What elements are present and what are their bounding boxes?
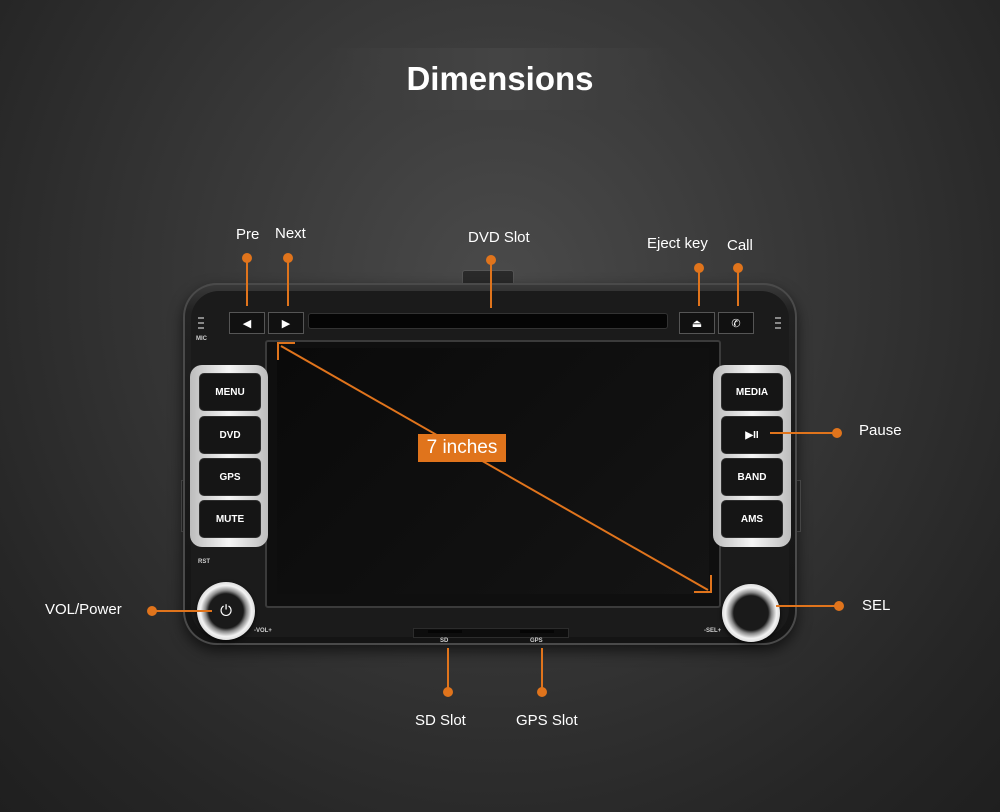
gps-button[interactable]: GPS xyxy=(199,458,261,496)
dvd-slot-callout-label: DVD Slot xyxy=(468,229,530,246)
dvd-slot xyxy=(309,314,667,328)
gps-slot-callout-line xyxy=(541,648,543,692)
mute-button[interactable]: MUTE xyxy=(199,500,261,538)
page-title: Dimensions xyxy=(406,60,594,97)
vol-power-callout-label: VOL/Power xyxy=(45,601,122,618)
display-screen xyxy=(277,348,709,594)
title-banner xyxy=(330,48,670,110)
card-slot-rail xyxy=(413,628,569,638)
pause-callout-dot xyxy=(832,428,842,438)
band-button[interactable]: BAND xyxy=(721,458,783,496)
play-pause-button[interactable]: ▶II xyxy=(721,416,783,454)
gps-slot-callout-dot xyxy=(537,687,547,697)
next-callout-label: Next xyxy=(275,225,306,242)
pre-callout-label: Pre xyxy=(236,226,260,243)
eject-key-callout-label: Eject key xyxy=(647,235,708,252)
sd-slot-callout-label: SD Slot xyxy=(415,712,466,729)
sel-label: -SEL+ xyxy=(704,628,722,634)
sel-callout-dot xyxy=(834,601,844,611)
next-callout-line xyxy=(287,258,289,306)
sd-slot-label: SD xyxy=(440,638,449,644)
mic-grill xyxy=(198,317,204,319)
gps-card-slot xyxy=(520,630,554,633)
pause-callout-label: Pause xyxy=(859,422,902,439)
eject-key-callout-line xyxy=(698,268,700,306)
pause-callout-line xyxy=(770,432,836,434)
media-button[interactable]: MEDIA xyxy=(721,373,783,411)
menu-button[interactable]: MENU xyxy=(199,373,261,411)
mic-grill xyxy=(198,327,204,329)
eject-button[interactable]: ⏏ xyxy=(679,312,715,334)
power-icon: ⏻ xyxy=(220,602,232,620)
diagonal-size-label: 7 inches xyxy=(418,434,506,462)
sel-callout-line xyxy=(776,605,838,607)
sel-knob[interactable] xyxy=(722,584,780,642)
sd-slot-callout-dot xyxy=(443,687,453,697)
call-button[interactable]: ✆ xyxy=(718,312,754,334)
sd-slot-callout-line xyxy=(447,648,449,692)
speaker-grill xyxy=(775,317,781,319)
vol-label: -VOL+ xyxy=(254,628,272,634)
gps-slot-label: GPS xyxy=(530,638,543,644)
pre-callout-line xyxy=(246,258,248,306)
call-callout-line xyxy=(737,268,739,306)
gps-slot-callout-label: GPS Slot xyxy=(516,712,578,729)
rst-label: RST xyxy=(198,559,210,565)
dvd-slot-callout-line xyxy=(490,260,492,308)
sel-callout-label: SEL xyxy=(862,597,891,614)
sd-card-slot xyxy=(428,630,462,633)
speaker-grill xyxy=(775,322,781,324)
mic-label: MIC xyxy=(196,336,207,342)
mic-grill xyxy=(198,322,204,324)
ams-button[interactable]: AMS xyxy=(721,500,783,538)
next-button[interactable]: ▶ xyxy=(268,312,304,334)
speaker-grill xyxy=(775,327,781,329)
call-callout-label: Call xyxy=(727,237,753,254)
vol-power-callout-line xyxy=(152,610,212,612)
dvd-button[interactable]: DVD xyxy=(199,416,261,454)
pre-button[interactable]: ◀ xyxy=(229,312,265,334)
